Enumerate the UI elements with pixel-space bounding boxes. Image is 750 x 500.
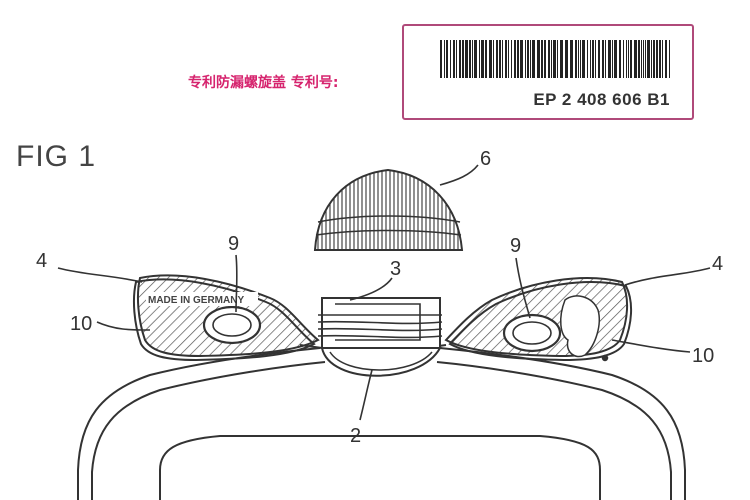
barcode-bar <box>641 40 642 78</box>
barcode-bar <box>525 40 526 78</box>
barcode-bar <box>587 40 588 78</box>
barcode-bar <box>527 40 529 78</box>
barcode-bar <box>505 40 507 78</box>
barcode-bar <box>630 40 632 78</box>
barcode-bar <box>590 40 591 78</box>
barcode-bar <box>665 40 667 78</box>
barcode-bar <box>530 40 531 78</box>
barcode-bar <box>659 40 661 78</box>
barcode-bar <box>479 40 480 78</box>
barcode-bar <box>592 40 594 78</box>
barcode-bar <box>647 40 650 78</box>
barcode-bar <box>614 40 617 78</box>
barcode-bar <box>446 40 448 78</box>
barcode-bar <box>541 40 543 78</box>
barcode-bar <box>602 40 604 78</box>
barcode-bar <box>440 40 442 78</box>
barcode-bar <box>465 40 468 78</box>
leader-lines <box>57 164 711 421</box>
barcode-bar <box>548 40 550 78</box>
barcode-bar <box>575 40 577 78</box>
barcode-bar <box>580 40 581 78</box>
cap <box>313 168 464 251</box>
barcode-bar <box>626 40 627 78</box>
barcode-bar <box>481 40 484 78</box>
emblem-icon <box>560 295 609 362</box>
barcode-bar <box>551 40 552 78</box>
barcode-bar <box>653 40 655 78</box>
barcode-bar <box>651 40 652 78</box>
barcode-bar <box>612 40 613 78</box>
barcode-bar <box>582 40 585 78</box>
neck-dome <box>320 347 442 377</box>
barcode-bar <box>493 40 494 78</box>
barcode-bar <box>444 40 445 78</box>
barcode-bar <box>462 40 464 78</box>
barcode-bar <box>595 40 596 78</box>
barcode-bar <box>608 40 611 78</box>
barcode-bar <box>537 40 540 78</box>
barcode-bar <box>508 40 509 78</box>
barcode-bar <box>502 40 503 78</box>
barcode-bar <box>489 40 492 78</box>
threaded-insert <box>317 297 443 349</box>
barcode-bar <box>628 40 629 78</box>
patent-caption: 专利防漏螺旋盖 专利号: <box>188 75 339 91</box>
barcode-bar <box>634 40 637 78</box>
ref-2: 2 <box>350 425 361 447</box>
barcode-bar <box>496 40 498 78</box>
barcode-bar <box>517 40 519 78</box>
barcode-bar <box>469 40 471 78</box>
ref-3: 3 <box>390 258 401 280</box>
patent-number: EP 2 408 606 B1 <box>533 90 670 109</box>
barcode-bar <box>578 40 579 78</box>
bottle-body <box>77 347 686 500</box>
barcode-bar <box>656 40 658 78</box>
barcode-bar <box>474 40 477 78</box>
ref-10-right: 10 <box>692 345 714 367</box>
ref-9-right: 9 <box>510 235 521 257</box>
barcode-bar <box>459 40 461 78</box>
barcode-bar <box>638 40 640 78</box>
ref-9-left: 9 <box>228 233 239 255</box>
barcode-bar <box>643 40 644 78</box>
barcode-bar <box>557 40 558 78</box>
barcode-bar <box>472 40 473 78</box>
barcode-bar <box>514 40 516 78</box>
ref-6: 6 <box>480 148 491 170</box>
ref-10-left: 10 <box>70 313 92 335</box>
left-lobe: MADE IN GERMANY <box>132 274 320 362</box>
barcode-bar <box>560 40 563 78</box>
ref-4-left: 4 <box>36 250 47 272</box>
barcode-bar <box>623 40 624 78</box>
barcode-bar <box>456 40 457 78</box>
right-lobe <box>444 277 632 362</box>
barcode-bar <box>565 40 568 78</box>
barcode-bar <box>511 40 512 78</box>
barcode-bar <box>532 40 535 78</box>
ref-4-right: 4 <box>712 253 723 275</box>
barcode-bar <box>645 40 646 78</box>
barcode-bar <box>605 40 606 78</box>
barcode-bar <box>619 40 621 78</box>
barcode-bar <box>669 40 670 78</box>
barcode-bar <box>662 40 663 78</box>
embossed-text: MADE IN GERMANY <box>148 295 244 306</box>
barcode-bar <box>450 40 451 78</box>
barcode-bar <box>544 40 546 78</box>
barcode-bar <box>598 40 600 78</box>
figure-title: FIG 1 <box>16 140 97 173</box>
barcode-bar <box>553 40 556 78</box>
patent-number-box: EP 2 408 606 B1 <box>402 24 694 120</box>
barcode-icon <box>440 40 670 78</box>
barcode-bar <box>520 40 523 78</box>
barcode-bar <box>485 40 487 78</box>
barcode-bar <box>453 40 455 78</box>
barcode-bar <box>499 40 501 78</box>
barcode-bar <box>570 40 573 78</box>
